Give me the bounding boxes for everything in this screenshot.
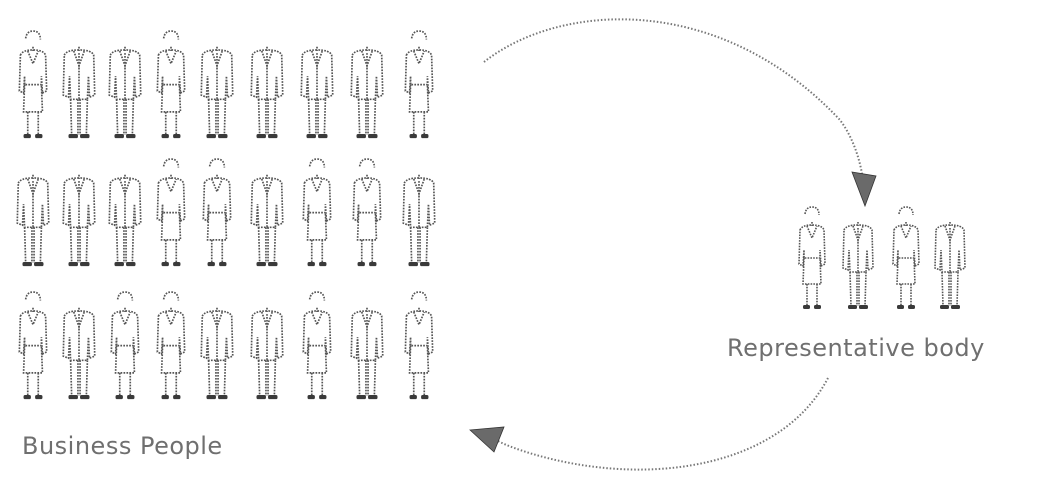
businesswoman-figure bbox=[110, 291, 140, 400]
businesswoman-figure bbox=[156, 158, 186, 267]
businessman-figure bbox=[250, 159, 284, 267]
businesswoman-figure bbox=[892, 206, 920, 309]
upper-arrow-head bbox=[851, 171, 877, 208]
businesswoman-figure bbox=[404, 30, 434, 139]
representative-body-group bbox=[798, 206, 966, 309]
businessman-figure bbox=[62, 292, 96, 400]
businesswoman-figure bbox=[18, 30, 48, 139]
businessman-figure bbox=[16, 159, 50, 267]
businessman-figure bbox=[350, 31, 384, 139]
businesswoman-figure bbox=[156, 291, 186, 400]
businesswoman-figure bbox=[404, 291, 434, 400]
businesswoman-figure bbox=[798, 206, 826, 309]
business-people-crowd bbox=[16, 30, 436, 400]
businesswoman-figure bbox=[302, 158, 332, 267]
businessman-figure bbox=[934, 207, 966, 309]
businesswoman-figure bbox=[302, 291, 332, 400]
businessman-figure bbox=[250, 31, 284, 139]
businesswoman-figure bbox=[156, 30, 186, 139]
businessman-figure bbox=[200, 31, 234, 139]
businessman-figure bbox=[250, 292, 284, 400]
businesswoman-figure bbox=[202, 158, 232, 267]
business-people-label: Business People bbox=[22, 432, 223, 460]
businessman-figure bbox=[200, 292, 234, 400]
businessman-figure bbox=[62, 159, 96, 267]
businessman-figure bbox=[350, 292, 384, 400]
businessman-figure bbox=[402, 159, 436, 267]
lower-arrow-head bbox=[469, 426, 505, 453]
representative-body-label: Representative body bbox=[727, 334, 985, 362]
businesswoman-figure bbox=[18, 291, 48, 400]
upper-arrow-curve bbox=[483, 18, 864, 181]
businessman-figure bbox=[62, 31, 96, 139]
lower-arrow-curve bbox=[489, 377, 829, 471]
businessman-figure bbox=[300, 31, 334, 139]
businesswoman-figure bbox=[352, 158, 382, 267]
businessman-figure bbox=[108, 159, 142, 267]
businessman-figure bbox=[108, 31, 142, 139]
businessman-figure bbox=[842, 207, 874, 309]
